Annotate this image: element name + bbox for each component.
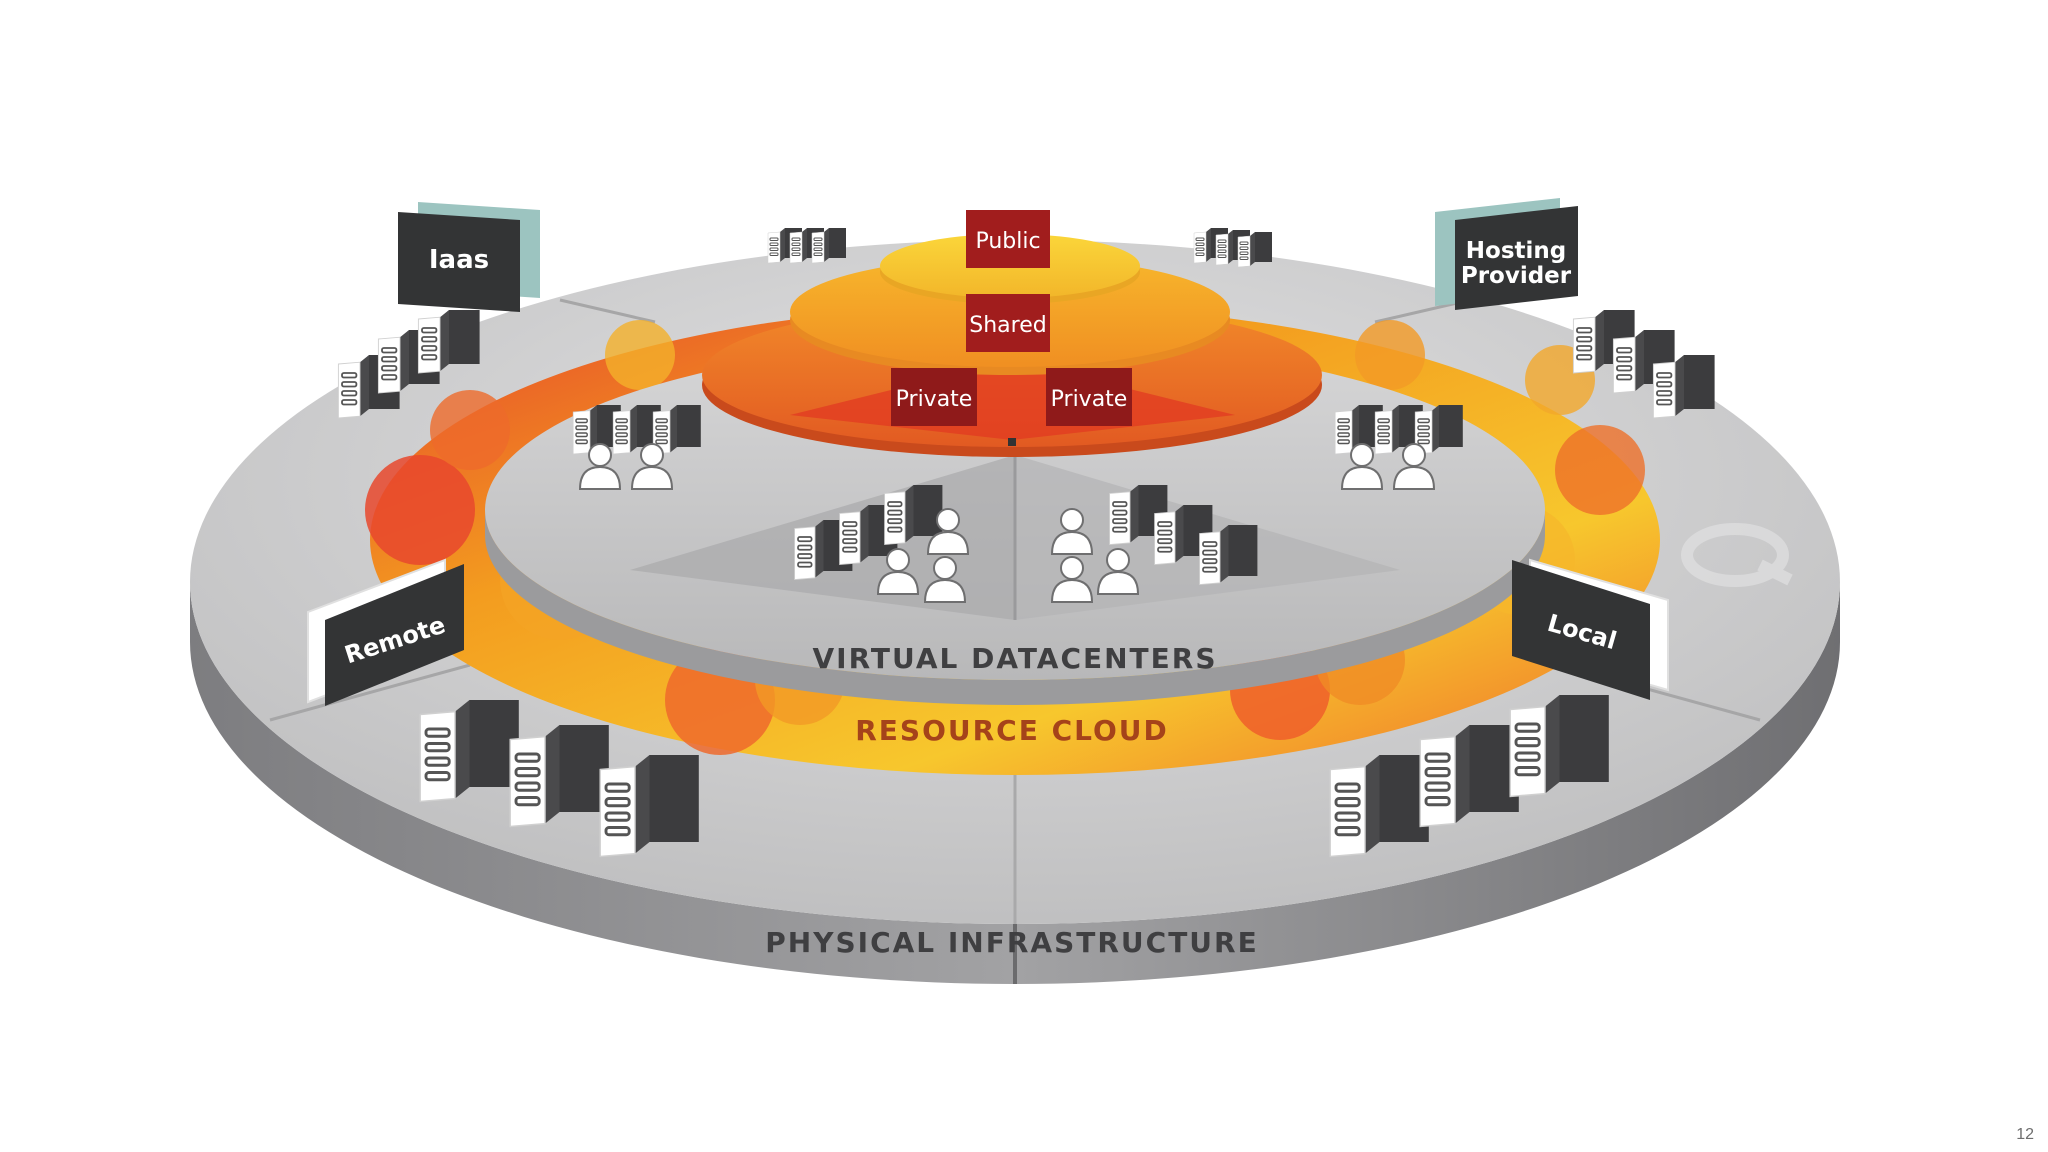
svg-text:Hosting: Hosting xyxy=(1466,238,1566,264)
server-icon xyxy=(508,723,611,828)
tier-label-shared: Shared xyxy=(966,294,1050,352)
svg-text:Public: Public xyxy=(975,229,1040,254)
tier-label-private-left: Private xyxy=(891,368,977,426)
server-icon xyxy=(1198,524,1259,586)
watermark-logo-icon xyxy=(1681,523,1793,587)
svg-text:Provider: Provider xyxy=(1461,263,1572,289)
virtual-datacenters-label: VIRTUAL DATACENTERS xyxy=(812,642,1217,675)
sign-hosting-provider: Hosting Provider xyxy=(1435,198,1578,310)
sign-local: Local xyxy=(1512,558,1669,700)
sign-iaas: Iaas xyxy=(398,202,540,312)
server-icon xyxy=(418,698,521,803)
server-icon xyxy=(1508,693,1611,798)
server-icon xyxy=(1328,753,1431,858)
sign-remote: Remote xyxy=(307,558,464,706)
server-icon xyxy=(598,753,701,858)
svg-text:Private: Private xyxy=(896,387,973,412)
physical-infrastructure-label: PHYSICAL INFRASTRUCTURE xyxy=(765,926,1258,959)
page-number: 12 xyxy=(2016,1126,2034,1143)
tier-label-private-right: Private xyxy=(1046,368,1132,426)
svg-text:Iaas: Iaas xyxy=(429,245,489,275)
tier-label-public: Public xyxy=(966,210,1050,268)
server-icon xyxy=(1237,231,1273,268)
server-icon xyxy=(417,309,481,374)
resource-cloud-label: RESOURCE CLOUD xyxy=(855,714,1169,747)
server-icon xyxy=(1652,354,1716,419)
svg-text:Private: Private xyxy=(1051,387,1128,412)
svg-text:Shared: Shared xyxy=(969,313,1046,338)
server-icon xyxy=(1418,723,1521,828)
server-icon xyxy=(811,227,847,264)
